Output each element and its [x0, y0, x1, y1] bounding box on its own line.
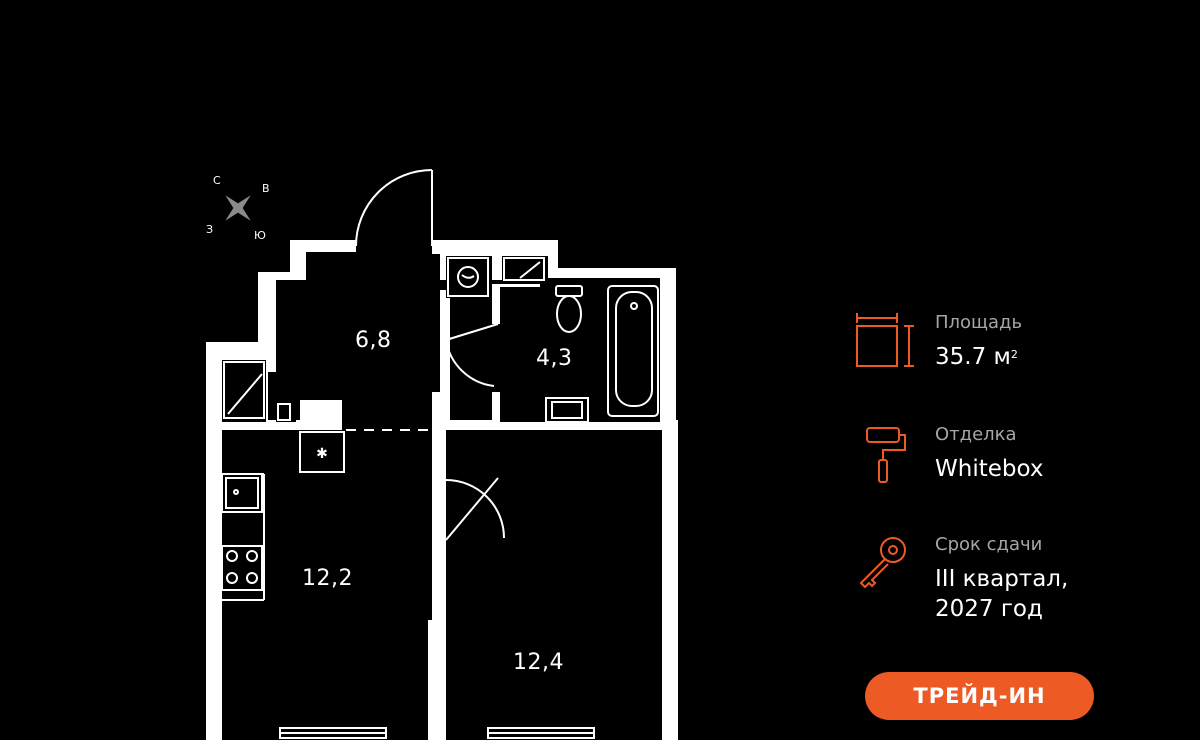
partitions	[428, 284, 662, 740]
room-area-hall: 6,8	[355, 328, 392, 353]
area-icon	[856, 313, 914, 367]
floor-plan: ✱	[206, 169, 678, 740]
compass-east: В	[262, 182, 270, 195]
finish-value: Whitebox	[935, 456, 1044, 482]
trade-in-button[interactable]: ТРЕЙД-ИН	[865, 672, 1094, 720]
delivery-label: Срок сдачи	[935, 534, 1043, 555]
key-icon	[859, 537, 906, 589]
paint-roller-icon	[866, 427, 906, 483]
room-area-bath: 4,3	[536, 346, 573, 371]
compass-west: З	[206, 223, 214, 236]
compass-south: Ю	[254, 229, 266, 242]
doors	[355, 169, 505, 541]
vent-icon: ✱	[316, 446, 328, 462]
area-value: 35.7 м2	[935, 344, 1018, 370]
compass-north: С	[213, 174, 221, 187]
finish-label: Отделка	[935, 424, 1017, 445]
delivery-value: III квартал, 2027 год	[935, 566, 1069, 622]
room-area-bedroom: 12,4	[513, 650, 564, 675]
room-area-kitchen: 12,2	[302, 566, 353, 591]
area-label: Площадь	[935, 312, 1023, 333]
windows	[279, 727, 595, 739]
rooms-interior	[222, 246, 662, 740]
compass-icon	[225, 195, 251, 221]
fixtures	[221, 257, 659, 601]
